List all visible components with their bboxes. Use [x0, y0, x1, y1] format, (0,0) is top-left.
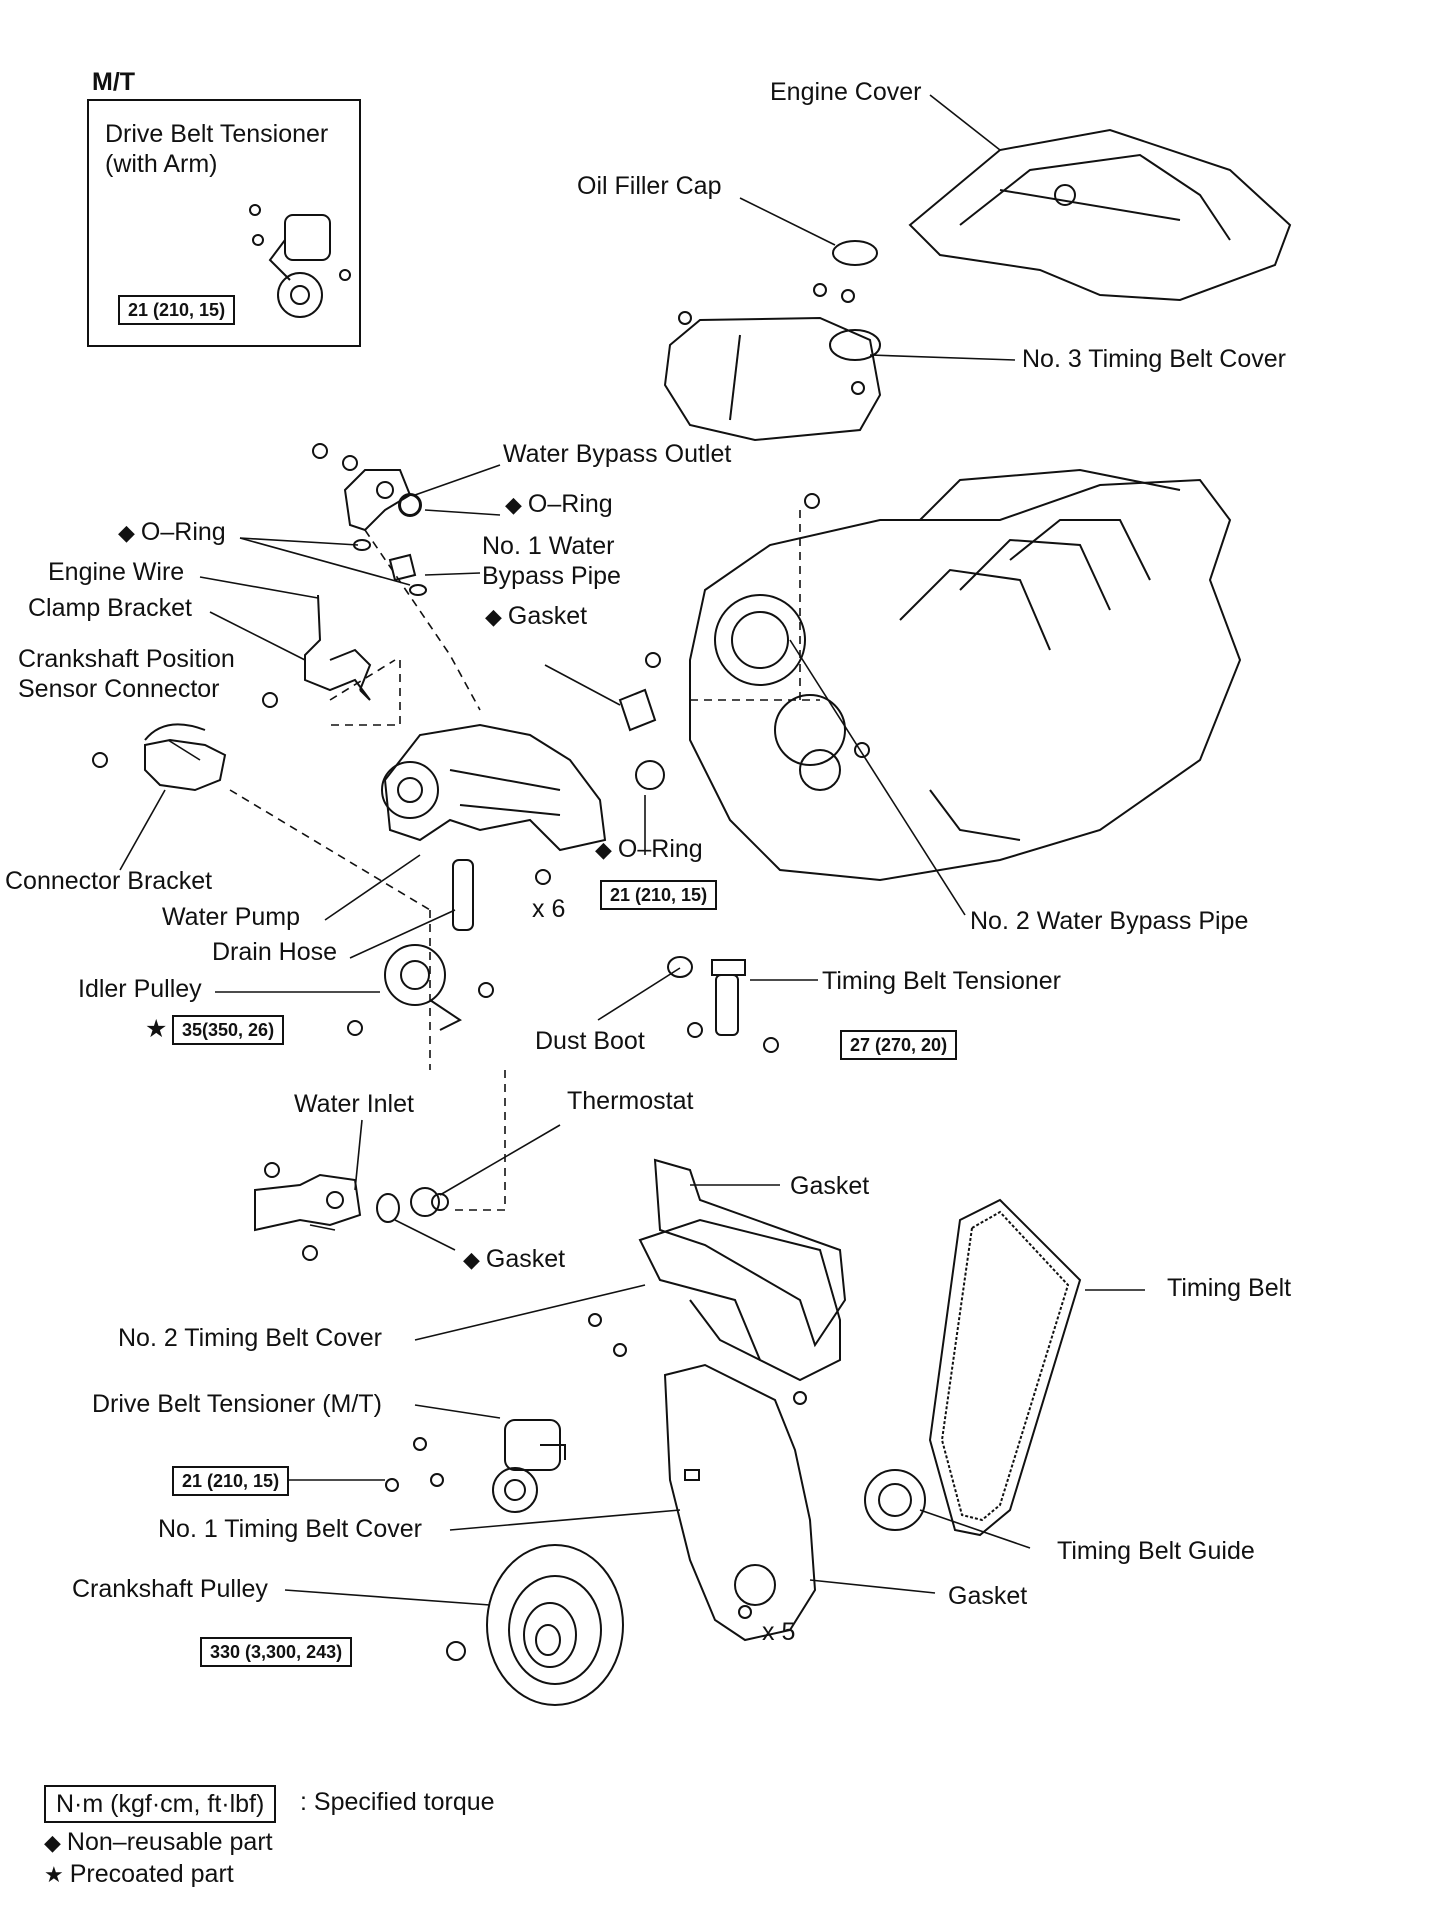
- label-idler-pulley: Idler Pulley: [78, 975, 202, 1003]
- inset-frame: [87, 99, 361, 347]
- label-crank-sensor-line1: Crankshaft Position: [18, 645, 235, 673]
- label-gasket-3: Gasket: [790, 1172, 870, 1200]
- legend-torque-desc: : Specified torque: [300, 1788, 495, 1816]
- label-engine-wire: Engine Wire: [48, 558, 185, 586]
- label-timing-belt-guide: Timing Belt Guide: [1057, 1537, 1255, 1565]
- engine-block-part: [689, 468, 1242, 882]
- label-o-ring-3: ◆O–Ring: [595, 835, 703, 863]
- non-reusable-symbol: ◆: [463, 1247, 480, 1272]
- label-water-inlet: Water Inlet: [294, 1090, 414, 1118]
- bolts: [92, 283, 870, 1661]
- water-inlet-part: [254, 1173, 362, 1232]
- no1-timing-belt-cover-part: [663, 1363, 817, 1642]
- precoated-symbol-idler: ★: [145, 1015, 168, 1043]
- label-crank-sensor-line2: Sensor Connector: [18, 675, 220, 703]
- label-crankshaft-pulley: Crankshaft Pulley: [72, 1575, 268, 1603]
- label-connector-bracket: Connector Bracket: [5, 867, 213, 895]
- label-water-pump: Water Pump: [162, 903, 301, 931]
- crankshaft-pulley-part: [486, 1544, 624, 1706]
- label-timing-belt: Timing Belt: [1167, 1274, 1292, 1302]
- clamp-bracket-part: [304, 594, 372, 701]
- precoated-symbol: ★: [44, 1862, 64, 1887]
- label-gasket-1: ◆Gasket: [485, 602, 588, 630]
- label-gasket-2: ◆Gasket: [463, 1245, 566, 1273]
- o-ring-part-3: [409, 584, 427, 596]
- non-reusable-symbol: ◆: [44, 1830, 61, 1855]
- o-ring-part-4: [635, 760, 665, 790]
- leader-lines: [119, 94, 1145, 1606]
- crank-sensor-connector-part: [144, 723, 227, 792]
- engine-cover-part: [908, 128, 1292, 302]
- torque-box-drive-belt-tensioner: 21 (210, 15): [172, 1466, 290, 1496]
- legend-torque-box: N·m (kgf·cm, ft·lbf): [44, 1785, 277, 1823]
- label-x5: x 5: [762, 1618, 796, 1646]
- label-no2-water-bypass-pipe: No. 2 Water Bypass Pipe: [970, 907, 1249, 935]
- dust-boot-part: [667, 956, 693, 978]
- label-drain-hose: Drain Hose: [212, 938, 338, 966]
- torque-box-crankshaft-pulley: 330 (3,300, 243): [200, 1637, 353, 1667]
- label-o-ring-2: ◆O–Ring: [118, 518, 226, 546]
- water-bypass-outlet-part: [343, 469, 421, 532]
- label-no3-timing-belt-cover: No. 3 Timing Belt Cover: [1022, 345, 1286, 373]
- inset-torque-box: 21 (210, 15): [118, 295, 236, 325]
- label-drive-belt-tensioner-mt: Drive Belt Tensioner (M/T): [92, 1390, 382, 1418]
- drive-belt-tensioner-mt-part: [492, 1419, 566, 1513]
- thermostat-part: [410, 1187, 449, 1217]
- inset-title-line2: (with Arm): [105, 150, 218, 178]
- torque-box-idler-pulley: 35(350, 26): [172, 1015, 285, 1045]
- no1-water-bypass-pipe-part: [388, 553, 417, 582]
- gasket-part-2: [376, 1193, 400, 1223]
- timing-belt-part: [928, 1198, 1082, 1537]
- label-dust-boot: Dust Boot: [535, 1027, 645, 1055]
- label-no1-water-bypass-pipe-line1: No. 1 Water: [482, 532, 615, 560]
- label-engine-cover: Engine Cover: [770, 78, 922, 106]
- idler-pulley-part: [384, 944, 462, 1031]
- label-water-bypass-outlet: Water Bypass Outlet: [503, 440, 732, 468]
- label-o-ring-1: ◆O–Ring: [505, 490, 613, 518]
- assembly-lines: [229, 510, 820, 1211]
- label-timing-belt-tensioner: Timing Belt Tensioner: [822, 967, 1062, 995]
- legend-non-reusable: ◆Non–reusable part: [44, 1828, 273, 1856]
- gasket-part-1: [618, 688, 657, 732]
- torque-box-timing-belt-tensioner: 27 (270, 20): [840, 1030, 958, 1060]
- label-clamp-bracket: Clamp Bracket: [28, 594, 192, 622]
- no3-timing-belt-cover-part: [663, 316, 882, 442]
- legend-precoated: ★Precoated part: [44, 1860, 234, 1888]
- drain-hose-part: [452, 859, 474, 931]
- water-pump-part: [381, 723, 607, 852]
- non-reusable-symbol: ◆: [485, 604, 502, 629]
- label-x6: x 6: [532, 895, 566, 923]
- non-reusable-symbol: ◆: [118, 520, 135, 545]
- label-no1-timing-belt-cover: No. 1 Timing Belt Cover: [158, 1515, 422, 1543]
- label-gasket-4: Gasket: [948, 1582, 1028, 1610]
- label-no2-timing-belt-cover: No. 2 Timing Belt Cover: [118, 1324, 382, 1352]
- label-oil-filler-cap: Oil Filler Cap: [577, 172, 722, 200]
- non-reusable-symbol: ◆: [505, 492, 522, 517]
- timing-belt-tensioner-part: [711, 959, 746, 1036]
- inset-title-line1: Drive Belt Tensioner: [105, 120, 329, 148]
- non-reusable-symbol: ◆: [595, 837, 612, 862]
- timing-belt-guide-part: [864, 1469, 926, 1531]
- inset-tensioner-part: [249, 204, 351, 318]
- label-no1-water-bypass-pipe-line2: Bypass Pipe: [482, 562, 621, 590]
- label-thermostat: Thermostat: [567, 1087, 694, 1115]
- oil-filler-cap-part: [832, 240, 878, 266]
- no2-timing-belt-cover-part: [638, 1218, 841, 1382]
- torque-box-water-pump: 21 (210, 15): [600, 880, 718, 910]
- o-ring-part-1: [398, 493, 422, 517]
- inset-heading: M/T: [92, 68, 136, 96]
